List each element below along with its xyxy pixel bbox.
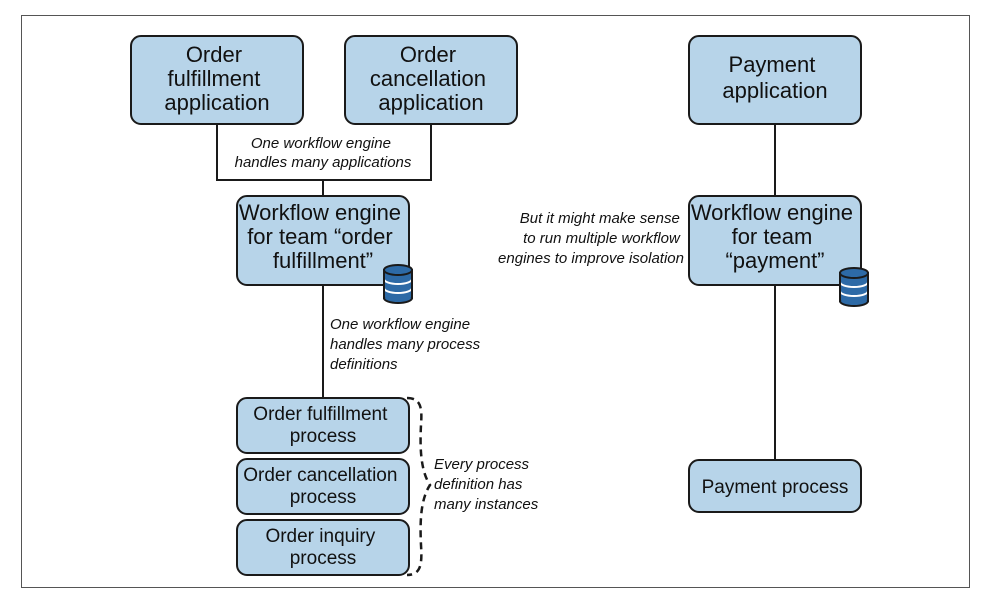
box-line: Workflow engine bbox=[691, 200, 853, 225]
svg-text:Workflow engine for team: Workflow engine for team “order fulfillm… bbox=[239, 200, 407, 273]
box-line: process bbox=[290, 426, 357, 447]
order-inquiry-process-box: Order inquiry process bbox=[236, 519, 410, 576]
note-line: handles many process bbox=[330, 336, 481, 353]
payment-application-box: Payment application bbox=[688, 35, 862, 125]
database-icon bbox=[383, 264, 413, 304]
box-line: Workflow engine bbox=[239, 200, 401, 225]
box-line: cancellation bbox=[370, 66, 486, 91]
box-line: Order fulfillment bbox=[253, 404, 388, 425]
diagram-frame bbox=[21, 15, 970, 588]
order-cancellation-process-box: Order cancellation process bbox=[236, 458, 410, 515]
box-line: Payment bbox=[729, 52, 816, 77]
order-fulfillment-application-box: Order fulfillment application bbox=[130, 35, 304, 125]
box-line: for team “order bbox=[247, 224, 393, 249]
note-line: But it might make sense bbox=[520, 210, 680, 227]
box-line: process bbox=[290, 548, 357, 569]
database-icon bbox=[839, 267, 869, 307]
note-engine-many-definitions: One workflow engine handles many process… bbox=[330, 316, 484, 373]
box-line: application bbox=[378, 90, 483, 115]
box-line: “payment” bbox=[725, 248, 824, 273]
box-line: Payment process bbox=[702, 477, 849, 498]
box-line: for team bbox=[732, 224, 813, 249]
svg-text:Order cancellation proce: Order cancellation process bbox=[243, 465, 402, 508]
workflow-engine-payment-box: Workflow engine for team “payment” bbox=[688, 195, 862, 286]
connectors bbox=[216, 125, 776, 460]
svg-text:Order inquiry process: Order inquiry process bbox=[265, 526, 380, 569]
note-engine-many-applications: One workflow engine handles many applica… bbox=[235, 135, 412, 171]
note-multiple-engines: But it might make sense to run multiple … bbox=[498, 210, 684, 267]
note-line: One workflow engine bbox=[251, 135, 391, 152]
svg-text:Order cancellation: Order cancellation application bbox=[370, 42, 492, 115]
box-line: fulfillment” bbox=[273, 248, 373, 273]
order-cancellation-application-box: Order cancellation application bbox=[344, 35, 518, 125]
svg-text:Workflow engine for team: Workflow engine for team “payment” bbox=[691, 200, 859, 273]
payment-process-box: Payment process bbox=[688, 459, 862, 513]
box-line: process bbox=[290, 487, 357, 508]
note-line: One workflow engine bbox=[330, 316, 470, 333]
box-line: Order bbox=[186, 42, 242, 67]
box-line: application bbox=[722, 78, 827, 103]
svg-text:Payment process: Payment process bbox=[702, 477, 849, 498]
note-line: Every process bbox=[434, 456, 530, 473]
note-line: handles many applications bbox=[235, 154, 412, 171]
box-line: Order cancellation bbox=[243, 465, 397, 486]
note-line: definition has bbox=[434, 476, 523, 493]
note-line: to run multiple workflow bbox=[523, 230, 681, 247]
box-line: application bbox=[164, 90, 269, 115]
note-process-instances: Every process definition has many instan… bbox=[434, 456, 539, 513]
note-line: engines to improve isolation bbox=[498, 250, 684, 267]
box-line: Order bbox=[400, 42, 456, 67]
workflow-engine-order-box: Workflow engine for team “order fulfillm… bbox=[236, 195, 410, 286]
order-fulfillment-process-box: Order fulfillment process bbox=[236, 397, 410, 454]
note-line: definitions bbox=[330, 356, 398, 373]
box-line: Order inquiry bbox=[265, 526, 375, 547]
process-group-brace bbox=[406, 396, 432, 577]
svg-text:Payment application: Payment application bbox=[722, 52, 827, 103]
svg-text:Order fulfillment: Order fulfillment application bbox=[164, 42, 269, 115]
svg-text:Order fulfillment proces: Order fulfillment process bbox=[253, 404, 392, 447]
box-line: fulfillment bbox=[167, 66, 260, 91]
note-line: many instances bbox=[434, 496, 539, 513]
